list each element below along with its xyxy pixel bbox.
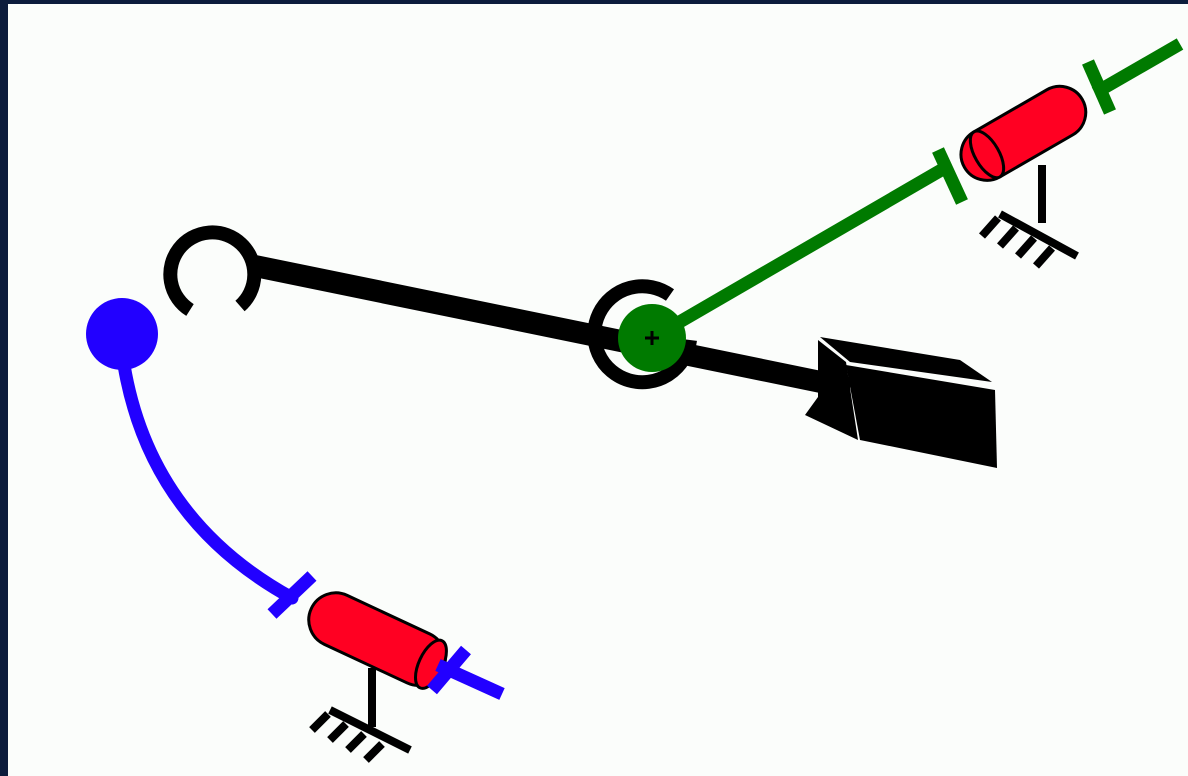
main-link bbox=[252, 255, 853, 399]
blue-actuator-cylinder bbox=[307, 591, 448, 690]
blue-actuator-assembly bbox=[86, 298, 505, 763]
open-socket-joint bbox=[163, 225, 262, 316]
blue-ground-support bbox=[309, 668, 412, 763]
green-ground-support bbox=[979, 165, 1079, 269]
blue-curved-cable bbox=[117, 358, 299, 605]
blue-cable-end-node bbox=[86, 298, 158, 370]
blue-clamp-right bbox=[427, 645, 471, 695]
green-clamp-right bbox=[1082, 59, 1116, 115]
pivot-joint-ring bbox=[587, 279, 697, 390]
end-effector-block bbox=[805, 337, 997, 468]
green-actuator-cylinder bbox=[959, 84, 1088, 182]
blue-clamp-left bbox=[267, 571, 317, 619]
green-actuator-assembly bbox=[648, 38, 1184, 344]
green-clamp-left bbox=[932, 147, 968, 205]
pivot-joint bbox=[618, 304, 686, 372]
